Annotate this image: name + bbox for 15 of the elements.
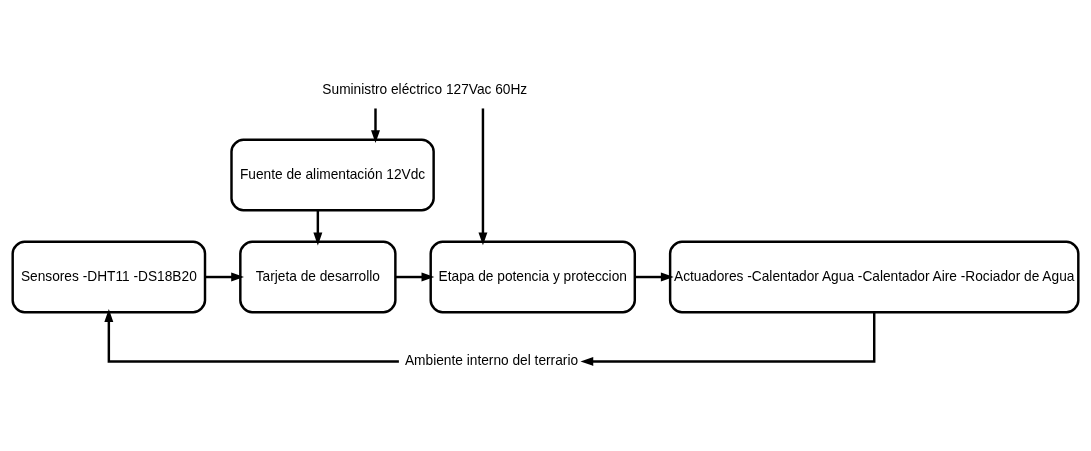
node-box: Tarjeta de desarrollo — [239, 239, 397, 314]
arrow — [395, 272, 435, 281]
arrow — [478, 107, 488, 245]
node-box: Fuente de alimentación 12Vdc — [230, 137, 435, 212]
arrow — [104, 308, 399, 363]
arrow — [580, 312, 876, 366]
node-box: Sensores -DHT11 -DS18B20 — [11, 239, 207, 314]
arrow — [635, 272, 674, 281]
arrow — [313, 209, 323, 245]
arrow — [205, 272, 244, 281]
node-text: Suministro eléctrico 127Vac 60Hz — [322, 81, 528, 97]
node-box: Etapa de potencia y proteccion — [429, 239, 636, 314]
node-text: Ambiente interno del terrario — [404, 352, 579, 368]
arrow — [371, 108, 380, 143]
node-box: Actuadores -Calentador Agua -Calentador Aire -Rociador de Agua — [668, 239, 1080, 314]
